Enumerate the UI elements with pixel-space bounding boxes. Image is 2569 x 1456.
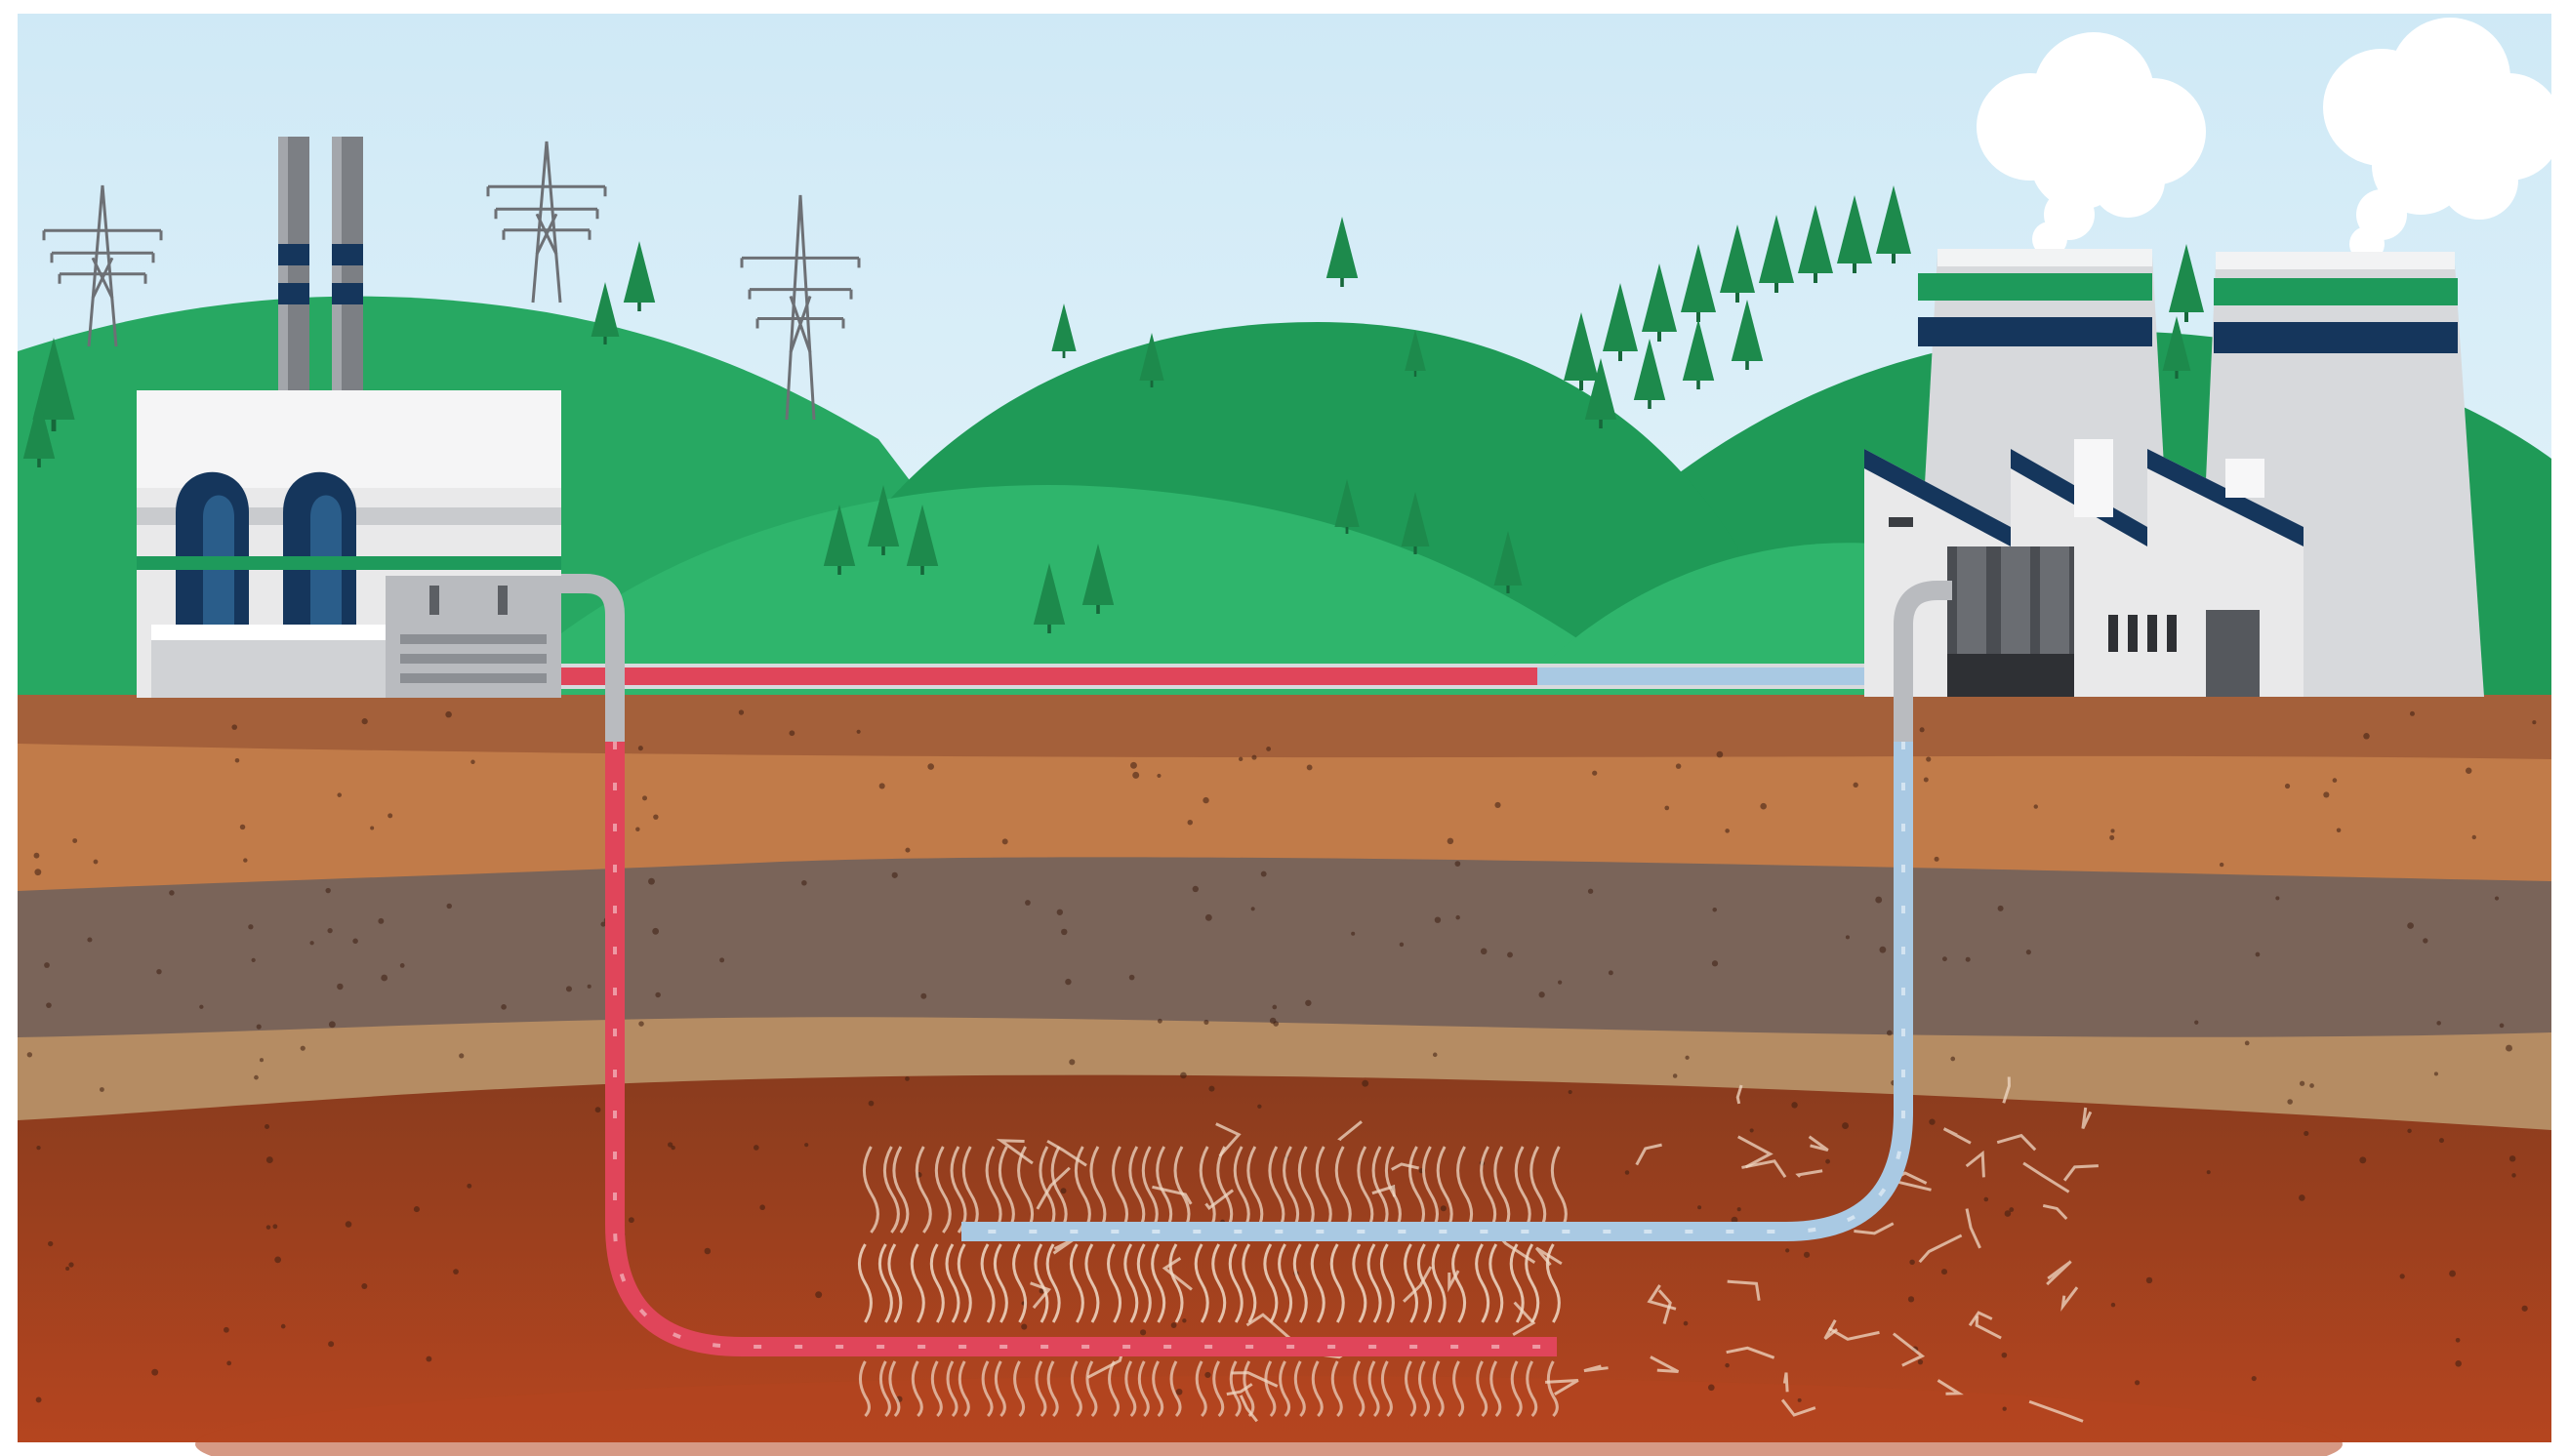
- tree-trunk: [1599, 420, 1603, 428]
- tree-trunk: [37, 459, 41, 467]
- power-plant-icon: [137, 137, 561, 698]
- pine-tree-icon: [1401, 492, 1430, 546]
- tree-trunk: [1413, 546, 1417, 554]
- heat-glow: [195, 1376, 2343, 1456]
- tree-trunk: [920, 566, 924, 575]
- tree-trunk: [51, 420, 57, 431]
- pine-tree-icon: [22, 397, 56, 459]
- tree-trunk: [1657, 332, 1661, 342]
- pine-tree-icon: [1731, 300, 1764, 361]
- tree-trunk: [1150, 381, 1154, 387]
- pine-tree-icon: [1603, 283, 1638, 351]
- transmission-tower-icon: [740, 194, 861, 421]
- tree-trunk: [1506, 586, 1510, 593]
- pine-tree-icon: [2162, 316, 2191, 371]
- tree-trunk: [1648, 400, 1652, 409]
- tree-trunk: [881, 546, 885, 555]
- tree-trunk: [637, 303, 641, 311]
- pine-tree-icon: [1033, 563, 1066, 625]
- tree-trunk: [1774, 283, 1778, 293]
- tree-trunk: [603, 337, 607, 344]
- pine-tree-icon: [1798, 205, 1833, 273]
- surface-pipe: [561, 664, 1864, 689]
- tree-trunk: [1340, 278, 1344, 287]
- pine-tree-icon: [1642, 263, 1677, 332]
- pine-tree-icon: [1139, 333, 1164, 381]
- soil-layer-deep: [18, 1074, 2551, 1442]
- injection-well-icon: [561, 574, 1557, 1356]
- pine-tree-icon: [1633, 339, 1666, 400]
- pine-tree-icon: [1325, 217, 1359, 278]
- tree-trunk: [1814, 273, 1817, 283]
- steam-cloud-icon: [1977, 32, 2206, 257]
- pine-tree-icon: [1681, 244, 1716, 312]
- pine-tree-icon: [1493, 531, 1523, 586]
- pine-tree-icon: [2169, 244, 2204, 312]
- soil-layer-band3: [18, 1017, 2551, 1132]
- pine-tree-icon: [1720, 224, 1755, 293]
- transmission-tower-icon: [42, 184, 163, 347]
- pine-tree-icon: [867, 485, 900, 546]
- tree-trunk: [2184, 312, 2188, 322]
- tree-trunk: [1096, 605, 1100, 614]
- pine-tree-icon: [1405, 330, 1426, 371]
- soil-layer-top: [18, 695, 2551, 761]
- hill-right-front: [1513, 543, 1903, 697]
- pine-tree-icon: [623, 241, 656, 303]
- tree-trunk: [1853, 263, 1856, 273]
- pine-tree-icon: [1564, 312, 1599, 381]
- tree-trunk: [1618, 351, 1622, 361]
- pine-tree-icon: [591, 282, 620, 337]
- pine-tree-icon: [1759, 215, 1794, 283]
- soil-layer-band1: [18, 744, 2551, 893]
- tree-trunk: [1345, 527, 1349, 534]
- production-well-icon: [961, 581, 1952, 1241]
- tree-trunk: [1579, 381, 1583, 390]
- transmission-tower-icon: [486, 141, 607, 303]
- tree-trunk: [1892, 254, 1896, 263]
- pine-tree-icon: [1682, 319, 1715, 381]
- pine-tree-icon: [823, 505, 856, 566]
- fracture-network-icon: [857, 1076, 2099, 1423]
- geothermal-plant-icon: [1864, 249, 2484, 697]
- pine-tree-icon: [1051, 303, 1077, 351]
- tree-trunk: [1696, 381, 1700, 389]
- pine-tree-icon: [1837, 195, 1872, 263]
- soil-layer-band2: [18, 857, 2551, 1039]
- pine-tree-icon: [1876, 185, 1911, 254]
- pine-tree-icon: [32, 338, 75, 420]
- pine-tree-icon: [1081, 544, 1115, 605]
- pylon-group: [42, 141, 861, 421]
- tree-trunk: [1745, 361, 1749, 370]
- tree-trunk: [837, 566, 841, 575]
- pine-tree-icon: [1584, 358, 1617, 420]
- tree-trunk: [1735, 293, 1739, 303]
- tree-group: [22, 185, 2204, 633]
- steam-cloud-icon: [2323, 18, 2562, 262]
- pine-tree-icon: [1334, 479, 1360, 527]
- tree-trunk: [1062, 351, 1066, 358]
- tree-trunk: [1696, 312, 1700, 322]
- pine-tree-icon: [906, 505, 939, 566]
- hill-center-front: [488, 484, 1659, 697]
- tree-trunk: [1047, 625, 1051, 633]
- tree-trunk: [1413, 371, 1417, 377]
- tree-trunk: [2175, 371, 2179, 379]
